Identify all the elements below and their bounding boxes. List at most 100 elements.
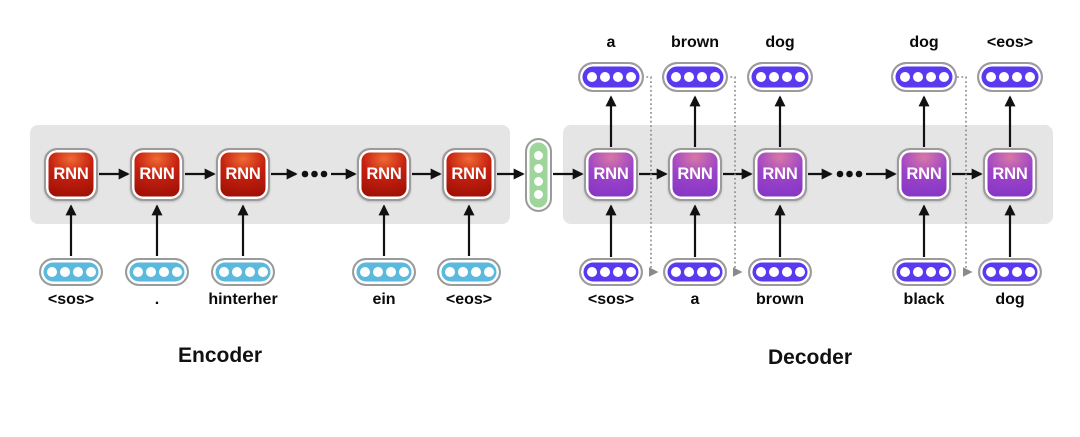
vector-dot bbox=[85, 267, 96, 277]
encoder-input-word: <eos> bbox=[445, 291, 493, 308]
encoder-rnn-box: RNN bbox=[44, 148, 98, 201]
rnn-label: RNN bbox=[762, 165, 798, 183]
vector-dot bbox=[145, 267, 156, 277]
rnn-label: RNN bbox=[451, 165, 487, 183]
vector-dot bbox=[794, 72, 805, 82]
rnn-label: RNN bbox=[992, 165, 1028, 183]
encoder-input-word: hinterher bbox=[208, 291, 278, 308]
encoder-input-word: . bbox=[154, 291, 160, 308]
encoder-input-embedding bbox=[437, 258, 501, 286]
decoder-input-word: brown bbox=[756, 291, 804, 308]
encoder-unit: RNN ein bbox=[324, 0, 444, 437]
vector-dot bbox=[398, 267, 409, 277]
decoder-input-embedding bbox=[892, 258, 956, 286]
encoder-rnn-box: RNN bbox=[357, 148, 411, 201]
vector-dot bbox=[781, 72, 792, 82]
vector-dot bbox=[534, 164, 543, 173]
vector-dot bbox=[470, 267, 481, 277]
vector-dot bbox=[1024, 267, 1035, 277]
vector-dot bbox=[683, 72, 694, 82]
vector-dot bbox=[781, 267, 792, 277]
vector-dot bbox=[709, 72, 720, 82]
vector-dot bbox=[218, 267, 229, 277]
encoder-input-embedding bbox=[39, 258, 103, 286]
vector-dot bbox=[938, 72, 949, 82]
decoder-output-word: brown bbox=[671, 34, 719, 51]
decoder-rnn-box: RNN bbox=[753, 148, 807, 201]
rnn-label: RNN bbox=[366, 165, 402, 183]
decoder-output-embedding bbox=[747, 62, 813, 92]
decoder-input-embedding bbox=[579, 258, 643, 286]
vector-dot bbox=[59, 267, 70, 277]
decoder-unit: dog RNN black bbox=[864, 0, 984, 437]
vector-dot bbox=[768, 267, 779, 277]
vector-dot bbox=[938, 267, 949, 277]
decoder-input-embedding bbox=[663, 258, 727, 286]
decoder-unit: <eos> RNN dog bbox=[950, 0, 1070, 437]
vector-dot bbox=[132, 267, 143, 277]
vector-dot bbox=[72, 267, 83, 277]
decoder-input-embedding bbox=[748, 258, 812, 286]
vector-dot bbox=[670, 72, 681, 82]
decoder-rnn-box: RNN bbox=[897, 148, 951, 201]
decoder-input-word: black bbox=[903, 291, 945, 308]
context-vector bbox=[525, 138, 552, 212]
vector-dot bbox=[1011, 267, 1022, 277]
vector-dot bbox=[244, 267, 255, 277]
vector-dot bbox=[899, 72, 910, 82]
vector-dot bbox=[534, 190, 543, 199]
vector-dot bbox=[385, 267, 396, 277]
rnn-label: RNN bbox=[139, 165, 175, 183]
vector-dot bbox=[912, 267, 923, 277]
vector-dot bbox=[444, 267, 455, 277]
decoder-unit: dog RNN brown bbox=[720, 0, 840, 437]
decoder-input-embedding bbox=[978, 258, 1042, 286]
encoder-rnn-box: RNN bbox=[442, 148, 496, 201]
rnn-label: RNN bbox=[53, 165, 89, 183]
encoder-unit: RNN hinterher bbox=[183, 0, 303, 437]
vector-dot bbox=[925, 72, 936, 82]
decoder-output-embedding bbox=[891, 62, 957, 92]
decoder-output-word: a bbox=[606, 34, 616, 51]
vector-dot bbox=[998, 72, 1009, 82]
vector-dot bbox=[599, 267, 610, 277]
decoder-output-embedding bbox=[977, 62, 1043, 92]
decoder-input-word: <sos> bbox=[587, 291, 635, 308]
vector-dot bbox=[625, 72, 636, 82]
encoder-input-word: ein bbox=[372, 291, 396, 308]
decoder-unit: brown RNN a bbox=[635, 0, 755, 437]
rnn-label: RNN bbox=[593, 165, 629, 183]
decoder-output-word: <eos> bbox=[986, 34, 1034, 51]
vector-dot bbox=[985, 72, 996, 82]
vector-dot bbox=[171, 267, 182, 277]
vector-dot bbox=[696, 72, 707, 82]
vector-dot bbox=[625, 267, 636, 277]
vector-dot bbox=[46, 267, 57, 277]
encoder-input-embedding bbox=[125, 258, 189, 286]
vector-dot bbox=[899, 267, 910, 277]
vector-dot bbox=[231, 267, 242, 277]
encoder-input-embedding bbox=[352, 258, 416, 286]
vector-dot bbox=[586, 72, 597, 82]
encoder-unit: RNN <eos> bbox=[409, 0, 529, 437]
rnn-label: RNN bbox=[225, 165, 261, 183]
decoder-output-word: dog bbox=[909, 34, 939, 51]
encoder-unit: RNN <sos> bbox=[11, 0, 131, 437]
decoder-unit: a RNN <sos> bbox=[551, 0, 671, 437]
vector-dot bbox=[612, 72, 623, 82]
encoder-title: Encoder bbox=[177, 344, 263, 367]
vector-dot bbox=[709, 267, 720, 277]
vector-dot bbox=[534, 151, 543, 160]
vector-dot bbox=[696, 267, 707, 277]
vector-dot bbox=[372, 267, 383, 277]
vector-dot bbox=[483, 267, 494, 277]
vector-dot bbox=[670, 267, 681, 277]
vector-dot bbox=[257, 267, 268, 277]
vector-dot bbox=[1024, 72, 1035, 82]
decoder-input-word: dog bbox=[995, 291, 1025, 308]
rnn-label: RNN bbox=[906, 165, 942, 183]
decoder-output-word: dog bbox=[765, 34, 795, 51]
decoder-rnn-box: RNN bbox=[983, 148, 1037, 201]
vector-dot bbox=[755, 72, 766, 82]
